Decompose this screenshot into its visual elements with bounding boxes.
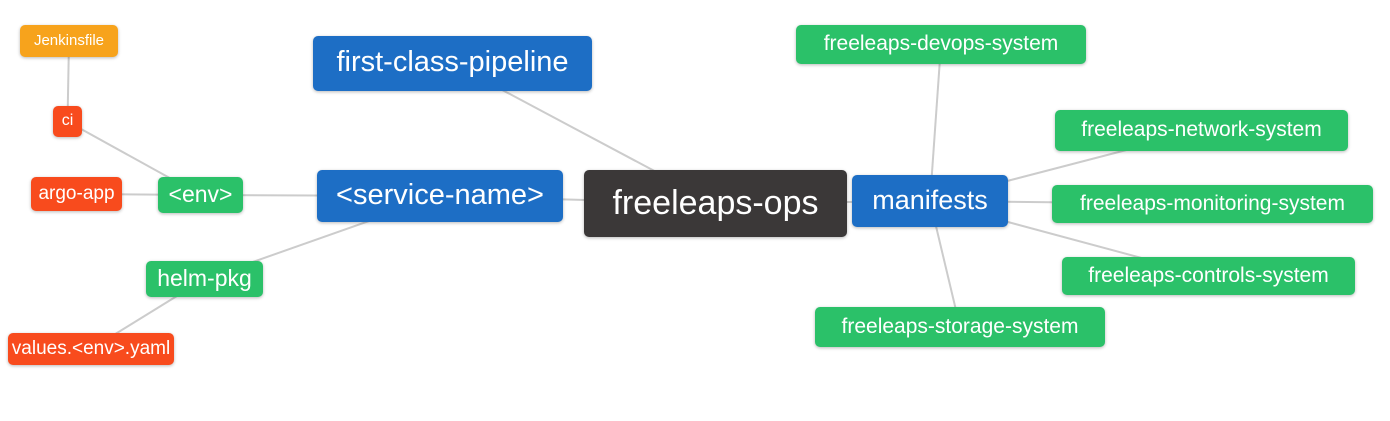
node-values-env-yaml[interactable]: values.<env>.yaml (8, 333, 174, 365)
node-label: argo-app (38, 182, 115, 204)
node-service-name[interactable]: <service-name> (317, 170, 563, 222)
node-freeleaps-monitoring-system[interactable]: freeleaps-monitoring-system (1052, 185, 1373, 223)
node-label: freeleaps-monitoring-system (1080, 191, 1345, 215)
node-env[interactable]: <env> (158, 177, 243, 213)
node-label: manifests (872, 184, 988, 215)
node-label: values.<env>.yaml (11, 337, 171, 359)
node-label: helm-pkg (157, 264, 252, 291)
node-manifests[interactable]: manifests (852, 175, 1008, 227)
node-helm-pkg[interactable]: helm-pkg (146, 261, 263, 297)
node-freeleaps-storage-system[interactable]: freeleaps-storage-system (815, 307, 1105, 347)
node-ci[interactable]: ci (53, 106, 82, 137)
node-freeleaps-devops-system[interactable]: freeleaps-devops-system (796, 25, 1086, 64)
edge-manifests--freeleaps-devops-system (929, 44, 942, 202)
node-label: <env> (168, 180, 233, 207)
node-label: first-class-pipeline (336, 46, 569, 78)
node-label: freeleaps-controls-system (1088, 263, 1329, 287)
node-label: freeleaps-devops-system (823, 32, 1059, 55)
node-label: ci (61, 111, 74, 129)
node-label: freeleaps-ops (612, 183, 819, 222)
node-label: <service-name> (336, 178, 544, 211)
node-argo-app[interactable]: argo-app (31, 177, 122, 211)
node-freeleaps-controls-system[interactable]: freeleaps-controls-system (1062, 257, 1355, 295)
node-first-class-pipeline[interactable]: first-class-pipeline (313, 36, 592, 91)
node-freeleaps-network-system[interactable]: freeleaps-network-system (1055, 110, 1348, 151)
node-label: Jenkinsfile (33, 31, 105, 49)
node-freeleaps-ops[interactable]: freeleaps-ops (584, 170, 847, 237)
node-label: freeleaps-network-system (1081, 118, 1322, 141)
node-jenkinsfile[interactable]: Jenkinsfile (20, 25, 118, 57)
node-label: freeleaps-storage-system (841, 314, 1079, 338)
